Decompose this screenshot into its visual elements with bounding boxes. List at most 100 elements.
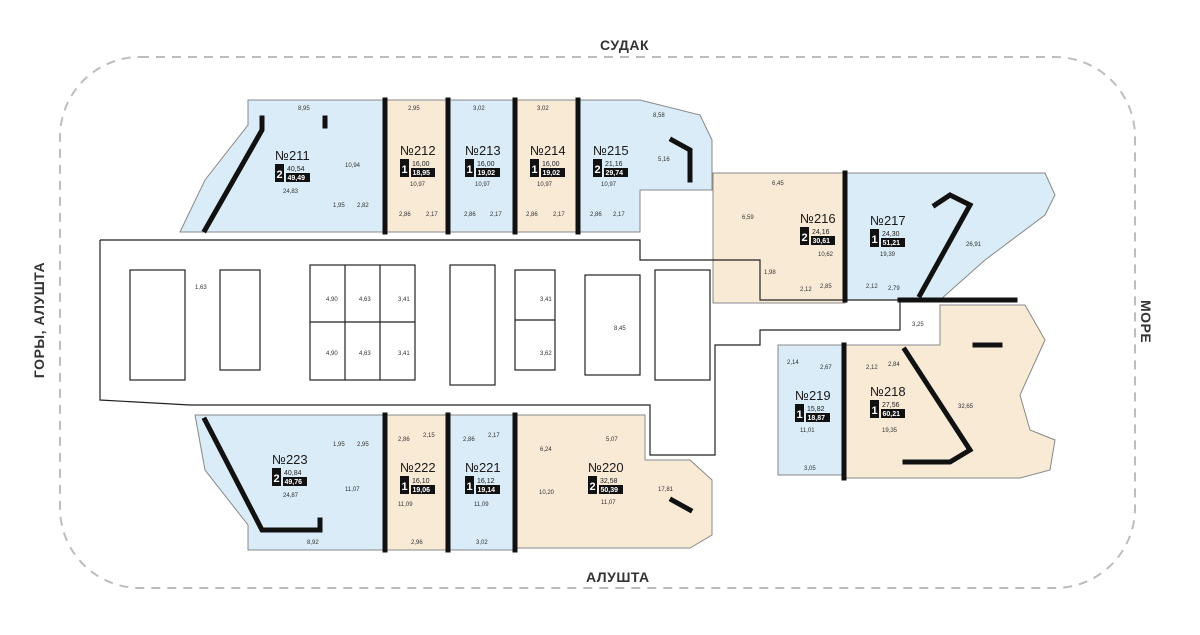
room-area-label: 2,12 xyxy=(800,287,812,293)
rooms-count: 1 xyxy=(402,481,408,493)
room-area-label: 24,87 xyxy=(283,493,299,499)
rooms-count: 1 xyxy=(872,405,878,417)
room-area-label: 8,45 xyxy=(614,326,626,332)
room-area-label: 10,97 xyxy=(475,182,491,188)
total-area-box xyxy=(541,168,565,177)
rooms-badge xyxy=(400,476,409,494)
room-area-label: 4,63 xyxy=(359,351,371,357)
total-area-box xyxy=(604,168,628,177)
total-area: 60,21 xyxy=(883,411,901,418)
apartment-219[interactable] xyxy=(777,344,845,476)
living-area: 21,16 xyxy=(605,161,623,168)
apartment-number: №212 xyxy=(400,143,436,158)
total-area: 49,76 xyxy=(285,479,303,486)
rooms-count: 2 xyxy=(277,169,283,181)
room-area-label: 2,12 xyxy=(866,365,878,371)
room-area-label: 3,41 xyxy=(398,351,410,357)
living-area: 16,10 xyxy=(412,478,430,485)
apartment-number: №211 xyxy=(275,148,310,163)
room-area-label: 2,17 xyxy=(426,212,438,218)
room-area-label: 2,95 xyxy=(357,442,369,448)
compass-south: АЛУШТА xyxy=(586,569,650,585)
rooms-badge xyxy=(593,159,602,177)
apartment-215[interactable] xyxy=(577,99,713,233)
rooms-badge xyxy=(465,476,474,494)
living-area: 16,00 xyxy=(412,161,430,168)
rooms-badge xyxy=(588,476,597,494)
apartment-212[interactable] xyxy=(384,99,449,233)
room-area-label: 3,02 xyxy=(476,540,488,546)
apartment-number: №223 xyxy=(272,452,308,467)
apartment-label-223: №223 2 40,84 49,76 xyxy=(272,452,308,486)
room-area-label: 2,84 xyxy=(888,362,900,368)
living-area: 15,82 xyxy=(807,406,825,413)
rooms-count: 1 xyxy=(467,481,473,493)
room-area-label: 2,79 xyxy=(888,286,900,292)
room-area-label: 10,20 xyxy=(539,490,555,496)
room-area-label: 2,86 xyxy=(526,212,538,218)
rooms-count: 1 xyxy=(402,164,408,176)
rooms-badge xyxy=(275,164,284,182)
rooms-badge xyxy=(465,159,474,177)
room-area-label: 2,86 xyxy=(399,212,411,218)
rooms-count: 2 xyxy=(590,481,596,493)
room-area-label: 4,63 xyxy=(359,297,371,303)
room-area-label: 11,01 xyxy=(800,428,815,434)
room-area-label: 3,02 xyxy=(537,106,549,112)
room-area-label: 2,86 xyxy=(463,437,475,443)
rooms-count: 1 xyxy=(797,409,803,421)
total-area: 19,14 xyxy=(478,487,496,494)
rooms-badge xyxy=(870,400,879,418)
total-area: 51,21 xyxy=(883,240,901,247)
room-area-label: 6,24 xyxy=(540,447,552,453)
apartment-218[interactable] xyxy=(843,304,1056,479)
room-area-label: 11,07 xyxy=(601,500,616,506)
room-area-label: 1,63 xyxy=(195,285,207,291)
rooms-badge xyxy=(795,404,804,422)
total-area-box xyxy=(286,173,310,182)
living-area: 40,84 xyxy=(284,470,302,477)
room-area-label: 3,02 xyxy=(473,106,485,112)
room-area-label: 8,58 xyxy=(653,113,665,119)
room-area-label: 10,94 xyxy=(345,163,361,169)
room-area-label: 10,97 xyxy=(537,182,553,188)
room-area-label: 26,91 xyxy=(966,242,982,248)
living-area: 24,30 xyxy=(882,231,900,238)
room-area-label: 2,86 xyxy=(464,212,476,218)
total-area-box xyxy=(476,168,500,177)
apartment-220[interactable] xyxy=(514,414,713,549)
room-area-label: 11,07 xyxy=(345,487,360,493)
room-area-label: 2,14 xyxy=(787,360,799,366)
rooms-badge xyxy=(530,159,539,177)
room-area-label: 6,59 xyxy=(742,215,754,221)
rooms-count: 1 xyxy=(467,164,473,176)
room-area-label: 4,90 xyxy=(326,351,338,357)
room-area-label: 2,67 xyxy=(820,365,832,371)
room-area-label: 2,85 xyxy=(820,284,832,290)
apartment-number: №220 xyxy=(588,460,624,475)
room-area-label: 1,98 xyxy=(764,270,776,276)
room-area-label: 1,95 xyxy=(333,203,345,209)
corridor xyxy=(99,239,901,456)
room-area-label: 3,05 xyxy=(804,466,816,472)
living-area: 32,58 xyxy=(600,478,618,485)
apartment-number: №219 xyxy=(795,388,831,403)
room-area-label: 2,95 xyxy=(408,106,420,112)
room-area-label: 10,97 xyxy=(410,182,426,188)
total-area: 19,02 xyxy=(543,170,561,177)
room-area-label: 2,15 xyxy=(423,433,435,439)
rooms-count: 1 xyxy=(872,234,878,246)
living-area: 40,54 xyxy=(287,166,305,173)
room-area-label: 2,17 xyxy=(553,212,565,218)
rooms-badge xyxy=(800,227,809,245)
room-area-label: 5,07 xyxy=(606,437,618,443)
living-area: 16,00 xyxy=(477,161,495,168)
compass-north: СУДАК xyxy=(600,37,650,53)
rooms-count: 2 xyxy=(274,473,280,485)
